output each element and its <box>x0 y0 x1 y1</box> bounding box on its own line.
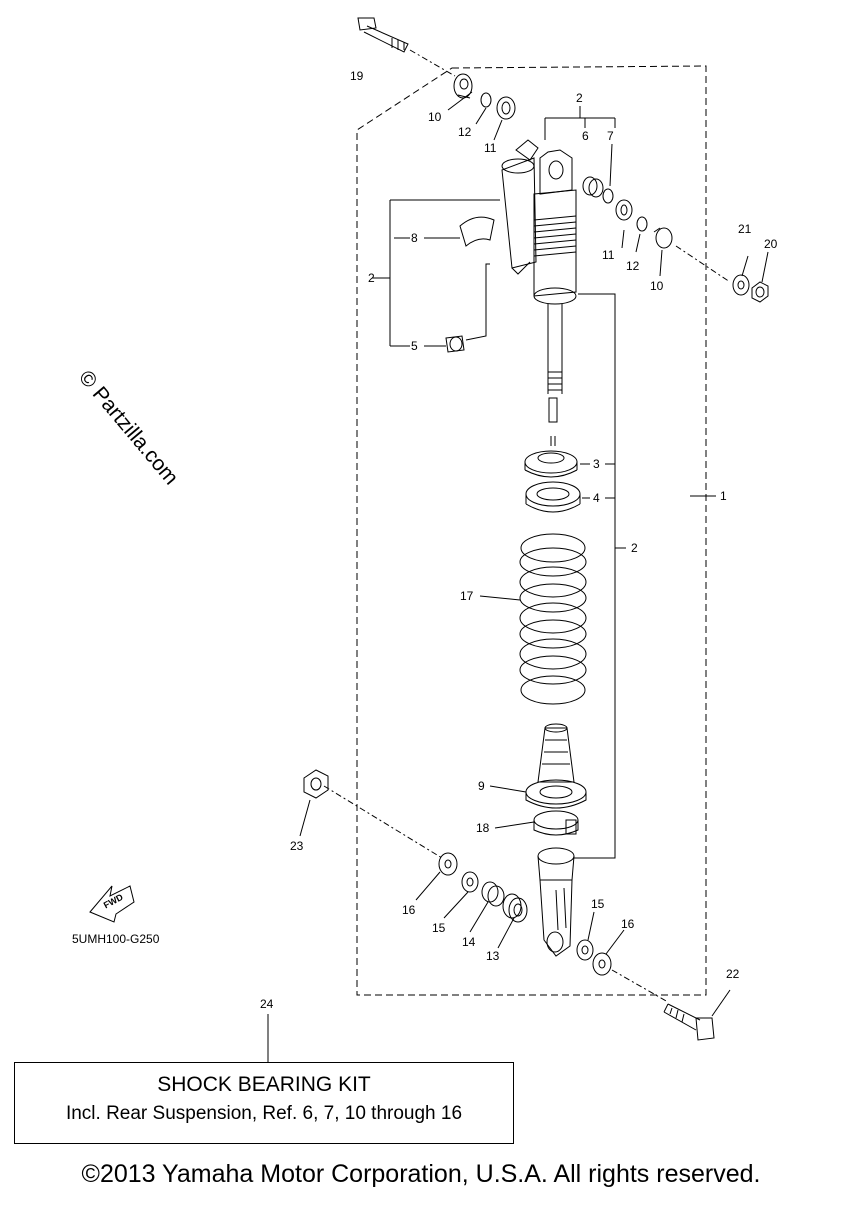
bearing-13 <box>502 893 528 923</box>
callout-11-right: 11 <box>602 248 615 262</box>
callout-24: 24 <box>260 997 274 1011</box>
collar-15-left <box>461 871 479 893</box>
callout-12: 12 <box>458 125 472 139</box>
seal-7 <box>602 188 614 204</box>
callout-11: 11 <box>484 141 497 155</box>
oring-12-top <box>480 92 492 108</box>
callout-9: 9 <box>478 779 485 793</box>
shock-body <box>533 149 577 305</box>
callout-23: 23 <box>290 839 304 853</box>
callout-5: 5 <box>411 339 418 353</box>
callout-2-mid: 2 <box>631 541 638 555</box>
reservoir <box>501 139 539 275</box>
callout-14: 14 <box>462 935 476 949</box>
bolt-5 <box>445 335 465 353</box>
fwd-arrow-icon <box>89 885 135 923</box>
lower-eye <box>537 847 575 957</box>
callout-1: 1 <box>720 489 727 503</box>
bushing-11-right <box>615 199 633 221</box>
callout-12-right: 12 <box>626 259 640 273</box>
bushing-11-top <box>496 96 516 120</box>
piston-rod <box>547 304 563 423</box>
callout-10-right: 10 <box>650 279 664 293</box>
collar-10-right <box>653 227 673 249</box>
washer-16-right <box>592 952 612 976</box>
nut-20 <box>751 281 769 303</box>
callout-16-right: 16 <box>621 917 635 931</box>
copyright-notice: ©2013 Yamaha Motor Corporation, U.S.A. A… <box>81 1160 761 1188</box>
collar-10-top <box>453 73 473 99</box>
callout-20: 20 <box>764 237 778 251</box>
collar-15-right <box>576 939 594 961</box>
callout-6: 6 <box>582 129 589 143</box>
bolt-22 <box>663 1003 715 1041</box>
callout-21: 21 <box>738 222 752 236</box>
assembly-boundary <box>356 65 707 996</box>
bump-stop-9 <box>537 723 575 783</box>
callout-17: 17 <box>460 589 474 603</box>
kit-box: SHOCK BEARING KIT Incl. Rear Suspension,… <box>14 1062 514 1144</box>
callout-22: 22 <box>726 967 740 981</box>
washer-21 <box>732 274 750 296</box>
callout-7: 7 <box>607 129 614 143</box>
nut-3 <box>524 436 578 478</box>
callout-15-right: 15 <box>591 897 605 911</box>
clip-8 <box>459 216 495 247</box>
callout-19: 19 <box>350 69 364 83</box>
spring-17 <box>519 533 587 705</box>
kit-subtitle: Incl. Rear Suspension, Ref. 6, 7, 10 thr… <box>65 1103 463 1124</box>
kit-title: SHOCK BEARING KIT <box>157 1073 371 1096</box>
callout-15-left: 15 <box>432 921 446 935</box>
callout-4: 4 <box>593 491 600 505</box>
spring-guide-9 <box>525 779 587 809</box>
nut-23 <box>303 769 329 799</box>
spring-seat-18 <box>533 810 579 836</box>
callout-16-left: 16 <box>402 903 416 917</box>
callout-13: 13 <box>486 949 500 963</box>
oring-12-right <box>636 216 648 232</box>
collar-6 <box>582 176 604 198</box>
callout-18: 18 <box>476 821 490 835</box>
callout-2-left: 2 <box>368 271 375 285</box>
nut-4 <box>525 481 581 513</box>
spacer-14 <box>481 881 505 907</box>
callout-3: 3 <box>593 457 600 471</box>
callout-8: 8 <box>411 231 418 245</box>
callout-10: 10 <box>428 110 442 124</box>
washer-16-left <box>438 852 458 876</box>
callout-2-top: 2 <box>576 91 583 105</box>
bolt-19 <box>357 17 409 53</box>
drawing-code: 5UMH100-G250 <box>72 932 160 946</box>
